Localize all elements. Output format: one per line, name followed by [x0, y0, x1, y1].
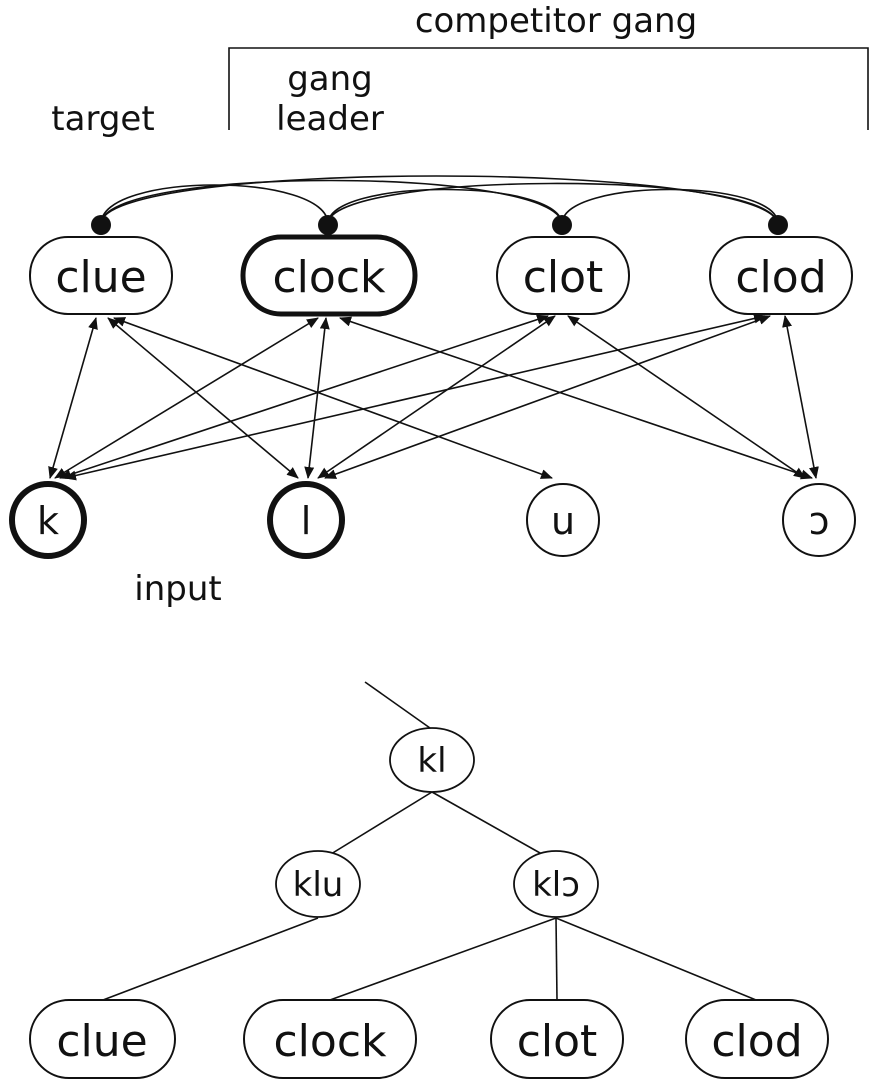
word-unit-label: clot [523, 252, 604, 303]
tree-leaf-clot: clot [490, 999, 624, 1079]
phoneme-unit-k: k [9, 481, 87, 559]
inhibitory-dot [768, 215, 788, 235]
competitor-gang-bracket [228, 47, 869, 130]
phoneme-unit-label: l [301, 499, 312, 543]
gang-leader-label-line2: leader [276, 99, 384, 139]
word-unit-label: clock [272, 252, 386, 303]
tree-node-label: klɔ [532, 865, 580, 905]
word-unit-clod: clod [709, 236, 853, 315]
tree-leaf-label: clue [56, 1016, 147, 1067]
phoneme-unit-l: l [267, 481, 345, 559]
phoneme-unit-label: u [551, 499, 575, 543]
tree-node-label: kl [417, 741, 446, 781]
inhibitory-connections [91, 175, 788, 235]
tree-leaf-clod: clod [685, 999, 829, 1079]
inhibitory-dot [318, 215, 338, 235]
tree-leaf-label: clod [711, 1016, 802, 1067]
tree-leaf-clock: clock [243, 999, 417, 1079]
prefix-tree: kl klu klɔ clue clock clot clod [29, 681, 829, 1079]
excitatory-connections [48, 313, 819, 481]
input-label: input [134, 569, 221, 609]
word-unit-clot: clot [496, 236, 630, 315]
inhibitory-dot [91, 215, 111, 235]
tree-leaf-label: clock [273, 1016, 387, 1067]
phoneme-unit-open-o: ɔ [782, 483, 856, 557]
phoneme-unit-u: u [526, 483, 600, 557]
tree-node-klu: klu [275, 850, 361, 918]
word-unit-clue: clue [29, 236, 173, 315]
inhibitory-dot [552, 215, 572, 235]
tree-node-klo: klɔ [513, 850, 599, 918]
phoneme-unit-label: k [37, 499, 59, 543]
tree-node-label: klu [293, 865, 344, 905]
tree-leaf-label: clot [517, 1016, 598, 1067]
tree-node-kl: kl [389, 727, 475, 793]
tree-leaf-clue: clue [29, 999, 176, 1079]
word-unit-label: clue [55, 252, 146, 303]
word-unit-clock: clock [240, 234, 418, 317]
target-label: target [51, 99, 154, 139]
phoneme-unit-label: ɔ [809, 499, 830, 543]
word-unit-label: clod [735, 252, 826, 303]
competitor-gang-label: competitor gang [415, 1, 697, 41]
gang-leader-label-line1: gang [287, 59, 373, 99]
